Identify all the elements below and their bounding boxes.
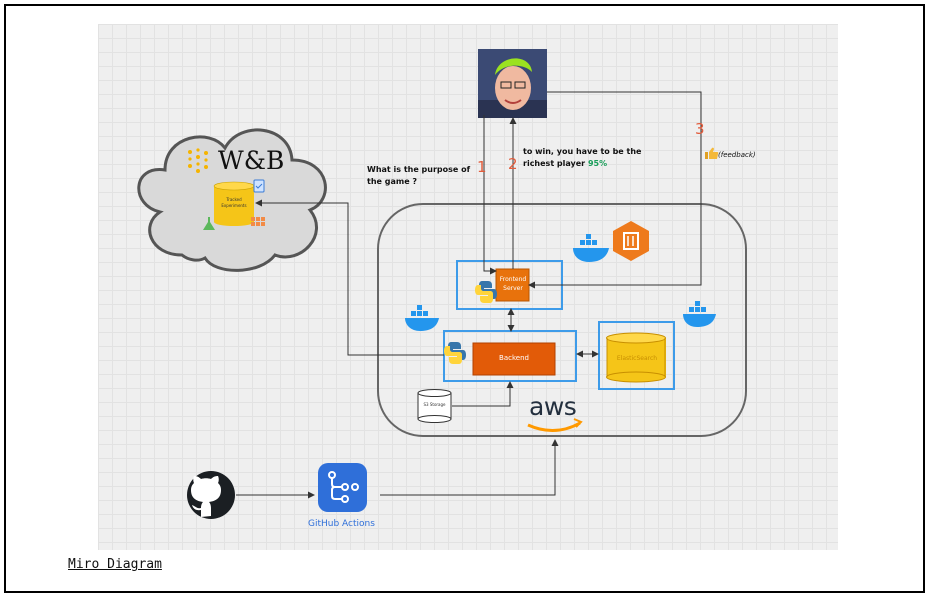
github-octocat (187, 471, 235, 519)
answer-confidence: 95% (587, 159, 608, 168)
python-logo (475, 281, 497, 303)
connector-backend-wandb (255, 199, 444, 356)
tracked-experiments-label: Tracked Experiments (221, 197, 247, 208)
github-actions-label: GitHub Actions (308, 519, 375, 529)
docker-whale (405, 305, 439, 331)
clipboard-icon (253, 179, 265, 193)
s3-storage-cylinder[interactable] (417, 389, 452, 423)
backend-label: Backend (499, 354, 529, 362)
flask-icon (203, 217, 215, 230)
miro-board[interactable] (98, 24, 838, 550)
frontend-server-label: Frontend Server (499, 276, 527, 292)
aws-cube-icon (613, 221, 649, 261)
docker-whale (573, 234, 609, 262)
connector-actions-aws (380, 439, 559, 496)
aws-smile-icon (527, 421, 581, 432)
aws-smile-arrow (573, 418, 583, 428)
connector-question (483, 115, 497, 275)
github-actions-icon[interactable] (318, 463, 367, 512)
step-number-2: 2 (508, 155, 518, 173)
s3-storage-label: S3 Storage (423, 402, 446, 407)
connector-s3-backend (452, 381, 514, 407)
step-number-1: 1 (477, 158, 487, 176)
connector-feedback (528, 91, 702, 289)
elastic-group-box (598, 321, 675, 390)
frontend-server-box[interactable] (495, 268, 530, 302)
tracked-experiments-cylinder (213, 181, 255, 226)
step-number-3: 3 (695, 120, 705, 138)
question-label: What is the purpose of the game ? (367, 165, 471, 186)
aws-logo: aws (529, 392, 577, 421)
elasticsearch-cylinder[interactable] (606, 332, 667, 383)
wandb-logo: W&B (218, 146, 285, 175)
feedback-label: (feedback) (718, 151, 756, 159)
wandb-dots-logo (188, 148, 208, 173)
docker-whale (683, 301, 716, 327)
elasticsearch-label: ElasticSearch (616, 355, 658, 362)
aws-container (377, 203, 747, 437)
python-logo (444, 342, 466, 364)
page-frame (4, 4, 925, 593)
answer-text: to win, you have to be the richest playe… (523, 147, 642, 168)
grid-icon (251, 217, 265, 226)
thumbs-up-icon (705, 147, 719, 159)
user-photo (478, 49, 547, 118)
backend-box[interactable] (472, 342, 556, 376)
miro-diagram-link[interactable]: Miro Diagram (68, 557, 162, 572)
answer-label: to win, you have to be the richest playe… (523, 146, 643, 170)
